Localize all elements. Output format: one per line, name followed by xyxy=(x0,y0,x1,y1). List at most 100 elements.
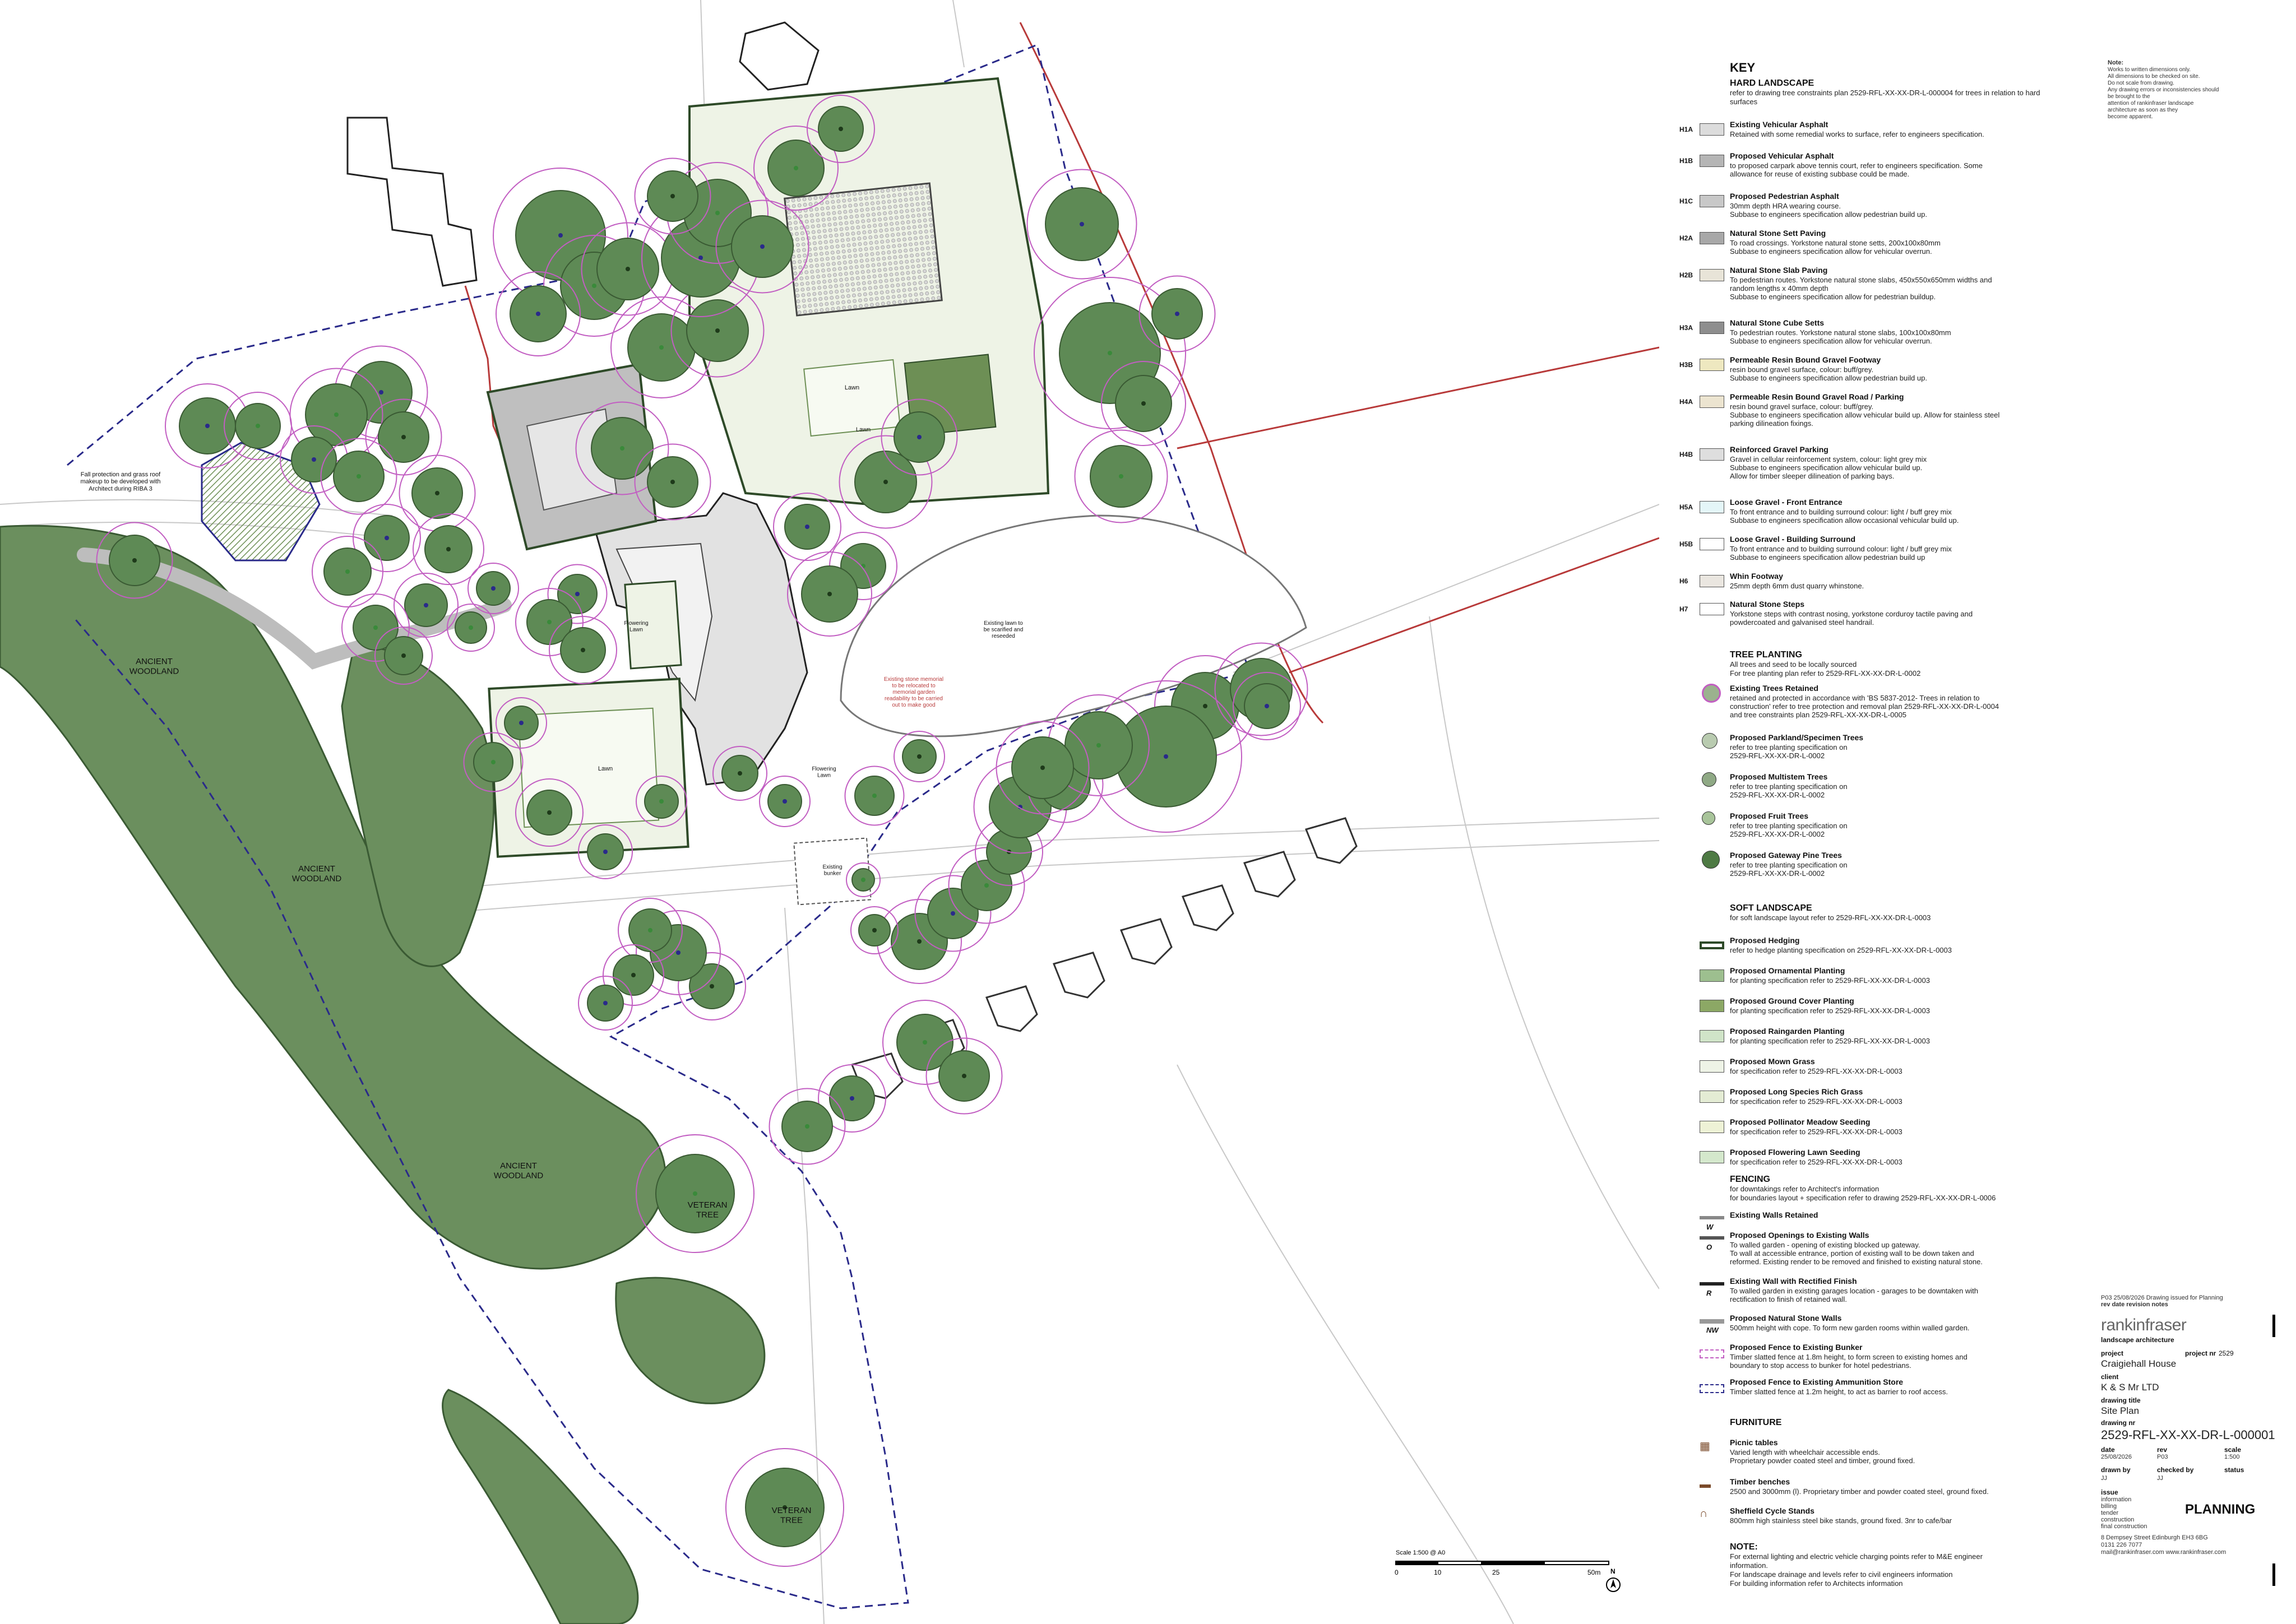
key-entry-desc: for specification refer to 2529-RFL-XX-X… xyxy=(1730,1127,1902,1136)
soft-landscape-swatch xyxy=(1700,941,1724,949)
soft-landscape-sub: for soft landscape layout refer to 2529-… xyxy=(1730,913,1931,922)
tree-canopy-icon xyxy=(467,563,519,614)
drawn-by-label: drawn by xyxy=(2101,1466,2131,1474)
issue-options: information billing tender construction … xyxy=(2101,1496,2147,1530)
furniture-title: FURNITURE xyxy=(1730,1418,1782,1427)
tree-canopy-icon xyxy=(496,697,547,749)
key-entry-label: Proposed Raingarden Planting xyxy=(1730,1027,1845,1036)
general-note-text: For external lighting and electric vehic… xyxy=(1730,1552,1983,1588)
company-name: rankinfraser xyxy=(2101,1316,2187,1334)
project-label: project xyxy=(2101,1349,2124,1357)
key-entry-code: H1B xyxy=(1679,157,1693,165)
key-entry-desc: To walled garden - opening of existing b… xyxy=(1730,1241,1983,1266)
cycle-stand-icon: ∩ xyxy=(1700,1507,1708,1520)
tree-swatch-icon xyxy=(1702,772,1716,787)
tree-canopy-icon xyxy=(515,588,584,656)
key-entry-desc: to proposed carpark above tennis court, … xyxy=(1730,161,1983,178)
client-name: K & S Mr LTD xyxy=(2101,1382,2159,1393)
title-block: P03 25/08/2026 Drawing issued for Planni… xyxy=(2101,1294,2280,1608)
tree-canopy-icon xyxy=(1026,169,1137,280)
soft-landscape-swatch xyxy=(1700,1060,1724,1073)
tree-canopy-icon xyxy=(715,199,809,294)
woodland-strip-south xyxy=(442,1389,639,1624)
status-value: PLANNING xyxy=(2185,1502,2256,1517)
key-entry-code: H5B xyxy=(1679,540,1693,548)
ancient-woodland-area xyxy=(0,525,666,1270)
hard-landscape-title: HARD LANDSCAPE xyxy=(1730,78,1814,88)
key-entry-code: H6 xyxy=(1679,577,1688,585)
tree-canopy-icon xyxy=(725,1448,844,1567)
tree-canopy-icon xyxy=(773,493,841,561)
key-entry-desc: resin bound gravel surface, colour: buff… xyxy=(1730,365,1927,382)
tree-canopy-icon xyxy=(753,126,839,211)
picnic-table-icon: ▦ xyxy=(1700,1440,1710,1453)
key-entry-label: Proposed Fruit Trees xyxy=(1730,811,1809,820)
tree-canopy-icon xyxy=(846,862,881,897)
tree-canopy-icon xyxy=(1233,672,1301,740)
walled-garden-north xyxy=(688,77,1050,506)
key-entry-desc: for specification refer to 2529-RFL-XX-X… xyxy=(1730,1158,1902,1166)
key-entry-desc: Retained with some remedial works to sur… xyxy=(1730,130,1984,138)
key-entry-label: Existing Trees Retained xyxy=(1730,684,1818,693)
scale-tick-0: 0 xyxy=(1395,1569,1399,1576)
key-entry-code: H4A xyxy=(1679,398,1693,406)
key-entry-label: Proposed Long Species Rich Grass xyxy=(1730,1087,1863,1096)
tree-canopy-icon xyxy=(914,875,992,952)
key-entry-desc: Timber slatted fence at 1.8m height, to … xyxy=(1730,1353,1968,1370)
tree-canopy-icon xyxy=(634,157,711,235)
tree-canopy-icon xyxy=(839,435,933,529)
key-entry-code: H3B xyxy=(1679,361,1693,369)
key-entry-desc: To pedestrian routes. Yorkstone natural … xyxy=(1730,328,1951,345)
key-entry-label: Natural Stone Slab Paving xyxy=(1730,266,1828,275)
tree-canopy-icon xyxy=(1074,429,1168,523)
fence-tag: O xyxy=(1706,1243,1712,1251)
tree-canopy-icon xyxy=(769,1088,846,1165)
key-entry-label: Proposed Multistem Trees xyxy=(1730,772,1828,781)
key-entry-desc: To front entrance and to building surrou… xyxy=(1730,545,1952,562)
key-entry-label: Permeable Resin Bound Gravel Footway xyxy=(1730,355,1881,364)
key-entry-desc: To front entrance and to building surrou… xyxy=(1730,508,1959,525)
tree-canopy-icon xyxy=(399,454,476,532)
key-entry-desc: refer to tree planting specification on … xyxy=(1730,861,1848,878)
scale-tick-50: 50m xyxy=(1587,1569,1600,1576)
tree-canopy-icon xyxy=(759,776,811,827)
woodland-belt-lower xyxy=(615,1277,766,1404)
key-title: KEY xyxy=(1730,61,1756,75)
fence-tag: W xyxy=(1706,1223,1714,1231)
tree-canopy-icon xyxy=(280,425,348,494)
date-label: date xyxy=(2101,1446,2115,1454)
soft-landscape-swatch xyxy=(1700,1000,1724,1012)
key-entry-label: Timber benches xyxy=(1730,1477,1790,1486)
hard-landscape-swatch xyxy=(1700,359,1724,371)
tree-swatch-icon xyxy=(1702,733,1718,749)
ancient-woodland-area-2 xyxy=(341,647,495,967)
key-entry-desc: 25mm depth 6mm dust quarry whinstone. xyxy=(1730,582,1864,590)
key-entry-label: Proposed Mown Grass xyxy=(1730,1057,1815,1066)
fence-swatch xyxy=(1700,1349,1724,1358)
key-entry-code: H2B xyxy=(1679,271,1693,279)
hard-landscape-swatch xyxy=(1700,538,1724,550)
tree-canopy-icon xyxy=(1138,275,1216,352)
key-entry-desc: Gravel in cellular reinforcement system,… xyxy=(1730,455,1927,480)
key-entry-label: Natural Stone Cube Setts xyxy=(1730,318,1825,327)
fencing-title: FENCING xyxy=(1730,1175,1770,1184)
key-entry-code: H3A xyxy=(1679,324,1693,332)
